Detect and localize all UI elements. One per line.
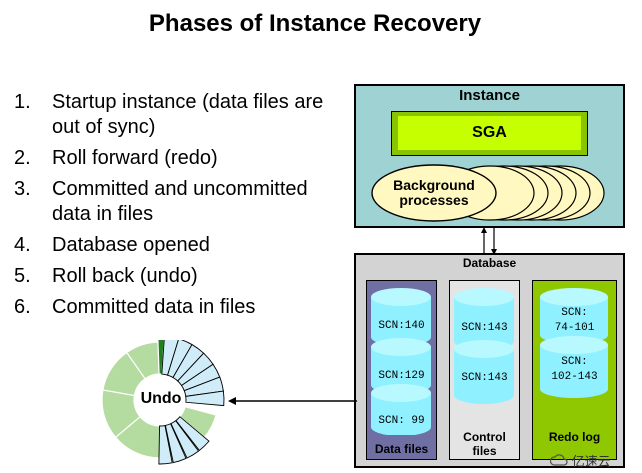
step-number: 6. (14, 296, 31, 318)
cylinder-icon (371, 338, 431, 394)
step-text: Roll back (undo) (52, 265, 198, 287)
step-number: 4. (14, 234, 31, 256)
step-number: 1. (14, 91, 31, 113)
step-number: 2. (14, 147, 31, 169)
step-item: 2. Roll forward (redo) (14, 146, 352, 171)
database-label: Database (462, 256, 517, 270)
undo-segment (164, 423, 187, 464)
cylinder-icon (371, 288, 431, 346)
step-number: 3. (14, 178, 31, 200)
step-text: Startup instance (data files are out of … (52, 91, 324, 138)
scn-value: SCN:129 (378, 370, 425, 382)
page-title: Phases of Instance Recovery (148, 10, 482, 37)
step-item: 3. Committed and uncommitted data in fil… (14, 177, 352, 227)
background-processes-graphic (371, 164, 605, 222)
data-files-label: Data files (374, 442, 429, 456)
undo-segment (175, 416, 210, 452)
recovery-steps-list: 1. Startup instance (data files are out … (14, 90, 352, 326)
step-text: Database opened (52, 234, 210, 256)
control-files-cylinders (454, 288, 514, 404)
redo-log-label: Redo log (548, 430, 601, 444)
cylinder-icon (540, 288, 608, 344)
step-number: 5. (14, 265, 31, 287)
sga-label: SGA (398, 116, 581, 150)
redo-log-cylinders (540, 288, 608, 398)
database-to-undo-arrow (228, 397, 357, 405)
cylinder-icon (371, 384, 431, 435)
step-text: Committed and uncommitted data in files (52, 178, 308, 225)
step-text: Roll forward (redo) (52, 147, 218, 169)
scn-value: SCN: 99 (378, 415, 425, 427)
undo-segments-ring (101, 340, 225, 465)
step-item: 5. Roll back (undo) (14, 264, 352, 289)
step-text: Committed data in files (52, 296, 256, 318)
instance-label: Instance (459, 87, 520, 104)
undo-segment (185, 390, 225, 407)
scn-value: SCN:102-143 (551, 356, 598, 383)
undo-segment (170, 420, 200, 459)
scn-value: SCN:140 (378, 320, 425, 332)
cloud-icon (549, 454, 568, 466)
cylinder-icon (454, 288, 514, 350)
process-ellipse-front (371, 164, 497, 222)
step-item: 6. Committed data in files (14, 295, 352, 320)
undo-label: Undo (140, 390, 182, 407)
step-item: 4. Database opened (14, 233, 352, 258)
instance-database-arrows (481, 227, 497, 255)
scn-value: SCN:143 (461, 372, 508, 384)
cylinder-icon (540, 336, 608, 398)
scn-value: SCN:143 (461, 322, 508, 334)
scn-value: SCN:74-101 (554, 307, 595, 334)
step-item: 1. Startup instance (data files are out … (14, 90, 352, 140)
data-files-cylinders (371, 288, 431, 435)
cylinder-icon (454, 340, 514, 404)
undo-segment (158, 424, 173, 465)
watermark-logo: 亿速云 (549, 451, 611, 470)
